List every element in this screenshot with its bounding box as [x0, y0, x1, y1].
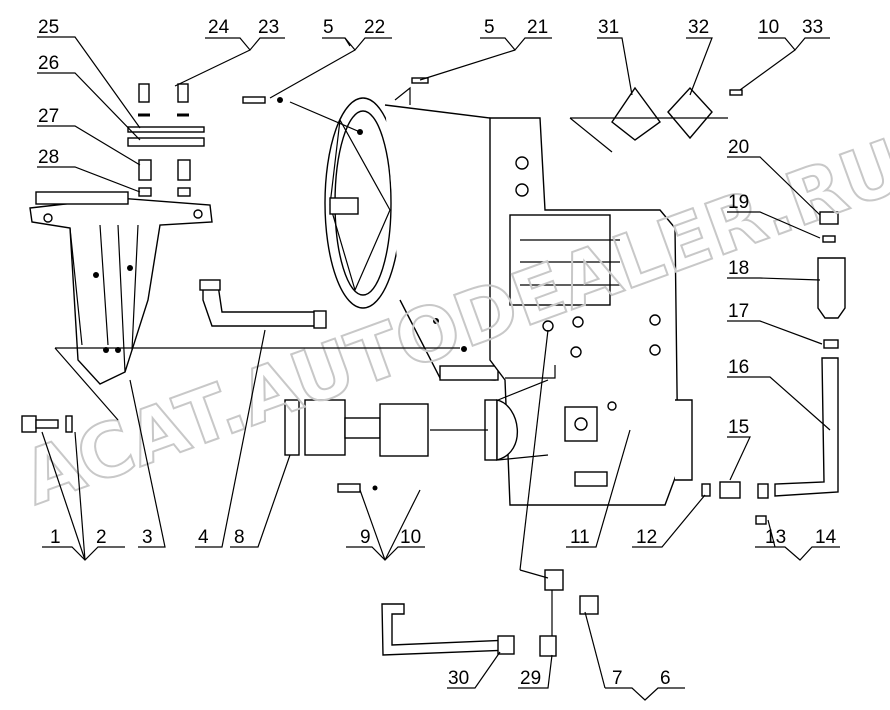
callout-21: 21 — [527, 17, 548, 38]
gasket-cover — [611, 86, 743, 141]
callout-23: 23 — [258, 17, 279, 38]
callout-29: 29 — [520, 668, 541, 689]
callout-12: 12 — [636, 527, 657, 548]
callout-17: 17 — [728, 301, 749, 322]
bolts-5-22 — [242, 77, 429, 104]
callout-31: 31 — [598, 17, 619, 38]
drive-shaft — [284, 399, 519, 493]
leader-lines — [37, 36, 840, 701]
callout-15: 15 — [728, 417, 749, 438]
gearbox-body — [489, 117, 693, 506]
callout-14: 14 — [815, 527, 837, 548]
callout-4: 4 — [198, 527, 209, 548]
oil-pipe-30 — [381, 569, 599, 657]
callout-2: 2 — [96, 527, 107, 548]
bolt-1 — [21, 415, 73, 433]
filter-assembly — [701, 211, 846, 525]
callout-5-top-right: 5 — [484, 17, 495, 38]
callout-26: 26 — [38, 53, 59, 74]
callout-22: 22 — [364, 17, 385, 38]
callout-10-top: 10 — [758, 17, 779, 38]
callout-30: 30 — [448, 668, 469, 689]
mount-stack — [127, 83, 205, 197]
callout-28: 28 — [38, 147, 59, 168]
bell-housing — [324, 97, 501, 381]
callout-8: 8 — [234, 527, 245, 548]
callout-1: 1 — [50, 527, 61, 548]
callout-labels: 25 26 27 28 24 23 5 22 5 21 31 32 10 33 … — [38, 17, 837, 689]
callout-13: 13 — [765, 527, 786, 548]
callout-16: 16 — [728, 357, 749, 378]
callout-5-top-left: 5 — [323, 17, 334, 38]
mounting-bracket — [29, 191, 213, 385]
callout-3: 3 — [142, 527, 153, 548]
callout-25: 25 — [38, 17, 59, 38]
callout-27: 27 — [38, 106, 59, 127]
callout-11: 11 — [570, 527, 590, 548]
callout-33: 33 — [802, 17, 823, 38]
callout-20: 20 — [728, 137, 749, 158]
callout-19: 19 — [728, 192, 749, 213]
callout-32: 32 — [688, 17, 709, 38]
callout-24: 24 — [208, 17, 230, 38]
callout-18: 18 — [728, 258, 749, 279]
callout-6: 6 — [660, 668, 671, 689]
callout-9: 9 — [360, 527, 371, 548]
oil-pipe-4 — [199, 279, 327, 329]
callout-10-bottom: 10 — [400, 527, 421, 548]
callout-7: 7 — [612, 668, 623, 689]
